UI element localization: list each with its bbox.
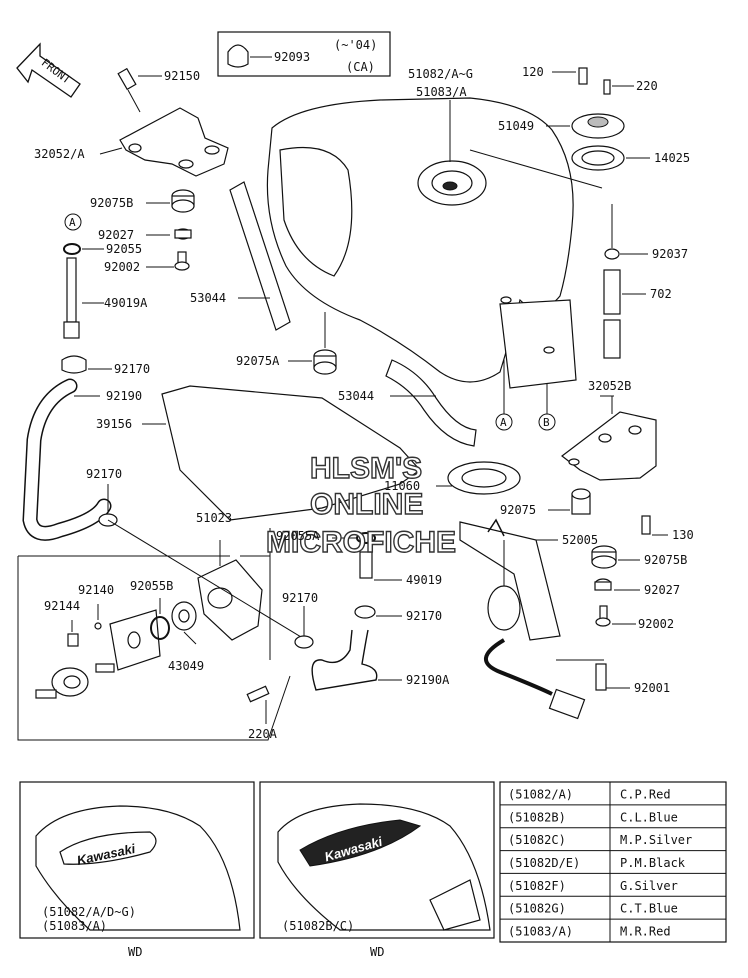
callout-220a: 220A bbox=[248, 727, 278, 741]
fuel-pump bbox=[436, 461, 604, 720]
callout-92055: 92055 bbox=[106, 242, 142, 256]
pad-39156 bbox=[142, 385, 421, 521]
callout-92170-a: 92170 bbox=[114, 362, 150, 376]
callout-32052a: 32052/A bbox=[34, 147, 85, 161]
valve-box bbox=[17, 519, 314, 741]
callout-92055a: 92055A bbox=[276, 529, 320, 543]
lower-fuel-line bbox=[311, 532, 402, 691]
callout-220: 220 bbox=[636, 79, 658, 93]
callout-labels: 92150 32052/A 92075B A 92027 92055 92002… bbox=[34, 65, 694, 741]
callout-14025: 14025 bbox=[654, 151, 690, 165]
callout-92075b-right: 92075B bbox=[644, 553, 687, 567]
callout-92027-left: 92027 bbox=[98, 228, 134, 242]
legend-part: 92093 bbox=[274, 50, 310, 64]
table-code-cell: (51082C) bbox=[508, 833, 566, 847]
hose-92190 bbox=[22, 378, 112, 541]
callout-51083: 51083/A bbox=[416, 85, 467, 99]
tank-view-1-line-2: (51083/A) bbox=[42, 919, 107, 933]
tank-view-1-line-1: (51082/A/D~G) bbox=[42, 905, 136, 919]
callout-32052b: 32052B bbox=[588, 379, 631, 393]
tank-view-2: Kawasaki (51082B/C) WD bbox=[259, 781, 495, 959]
callout-circle-a-mid: A bbox=[500, 416, 507, 429]
grommet-icon bbox=[227, 44, 249, 68]
callout-49019: 49019 bbox=[406, 573, 442, 587]
callout-92190: 92190 bbox=[106, 389, 142, 403]
callout-92144: 92144 bbox=[44, 599, 80, 613]
callout-11060: 11060 bbox=[384, 479, 420, 493]
callout-92075b-left: 92075B bbox=[90, 196, 133, 210]
right-bracket bbox=[561, 395, 657, 481]
left-bracket bbox=[99, 67, 229, 177]
tank-view-1: Kawasaki (51082/A/D~G) (51083/A) WD bbox=[19, 781, 255, 959]
callout-circle-a-top: A bbox=[69, 216, 76, 229]
callout-130: 130 bbox=[672, 528, 694, 542]
table-code-cell: (51082D/E) bbox=[508, 856, 580, 870]
table-color-cell: C.T.Blue bbox=[620, 902, 678, 916]
callout-92075a: 92075A bbox=[236, 354, 280, 368]
callout-92037: 92037 bbox=[652, 247, 688, 261]
callout-92002-right: 92002 bbox=[638, 617, 674, 631]
left-stack bbox=[61, 189, 195, 374]
table-color-cell: G.Silver bbox=[620, 879, 678, 893]
callout-92002-left: 92002 bbox=[104, 260, 140, 274]
callout-702: 702 bbox=[650, 287, 672, 301]
callout-92170-d: 92170 bbox=[406, 609, 442, 623]
callout-52005: 52005 bbox=[562, 533, 598, 547]
callout-92140: 92140 bbox=[78, 583, 114, 597]
table-color-cell: M.R.Red bbox=[620, 925, 671, 939]
table-code-cell: (51082F) bbox=[508, 879, 566, 893]
callout-92001: 92001 bbox=[634, 681, 670, 695]
callout-49019a: 49019A bbox=[104, 296, 148, 310]
callout-92027-right: 92027 bbox=[644, 583, 680, 597]
callout-51049: 51049 bbox=[498, 119, 534, 133]
callout-51023: 51023 bbox=[196, 511, 232, 525]
callout-92170-b: 92170 bbox=[86, 467, 122, 481]
callout-53044-left: 53044 bbox=[190, 291, 226, 305]
callout-53044-middle: 53044 bbox=[338, 389, 374, 403]
color-table: (51082/A) C.P.Red (51082B) C.L.Blue (51082C)… bbox=[499, 781, 727, 943]
callout-92150: 92150 bbox=[164, 69, 200, 83]
tank-view-1-caption: WD bbox=[128, 945, 142, 959]
legend-note-1: (~'04) bbox=[334, 38, 377, 52]
table-color-cell: P.M.Black bbox=[620, 856, 686, 870]
callout-92190a: 92190A bbox=[406, 673, 450, 687]
table-code-cell: (51082B) bbox=[508, 810, 566, 824]
callout-92170-c: 92170 bbox=[282, 591, 318, 605]
watermark: HLSM'S ONLINE MICROFICHE bbox=[265, 451, 456, 559]
table-color-cell: M.P.Silver bbox=[620, 833, 692, 847]
callout-51082: 51082/A~G bbox=[408, 67, 473, 81]
callout-92055b: 92055B bbox=[130, 579, 173, 593]
legend-box: 92093 (~'04) (CA) bbox=[217, 31, 391, 77]
grommet-92075a bbox=[288, 312, 337, 375]
watermark-line-3: MICROFICHE bbox=[266, 526, 456, 559]
callout-circle-b-mid: B bbox=[543, 416, 550, 429]
callout-120: 120 bbox=[522, 65, 544, 79]
tank-view-2-line-1: (51082B/C) bbox=[282, 919, 354, 933]
right-stack bbox=[548, 488, 668, 691]
front-arrow: FRONT bbox=[16, 42, 81, 98]
strip-left bbox=[229, 181, 291, 331]
callout-39156: 39156 bbox=[96, 417, 132, 431]
callout-43049: 43049 bbox=[168, 659, 204, 673]
tank-view-2-caption: WD bbox=[370, 945, 384, 959]
hose-702 bbox=[603, 204, 648, 359]
table-code-cell: (51082G) bbox=[508, 902, 566, 916]
table-color-cell: C.L.Blue bbox=[620, 810, 678, 824]
fuel-tank bbox=[266, 97, 577, 389]
watermark-line-2: ONLINE bbox=[310, 488, 423, 521]
table-code-cell: (51082/A) bbox=[508, 787, 573, 801]
strip-middle bbox=[385, 359, 477, 447]
watermark-line-1: HLSM'S bbox=[310, 452, 422, 485]
callout-92075: 92075 bbox=[500, 503, 536, 517]
table-code-cell: (51083/A) bbox=[508, 925, 573, 939]
table-color-cell: C.P.Red bbox=[620, 787, 671, 801]
cap-parts bbox=[469, 67, 650, 189]
legend-note-2: (CA) bbox=[346, 60, 375, 74]
